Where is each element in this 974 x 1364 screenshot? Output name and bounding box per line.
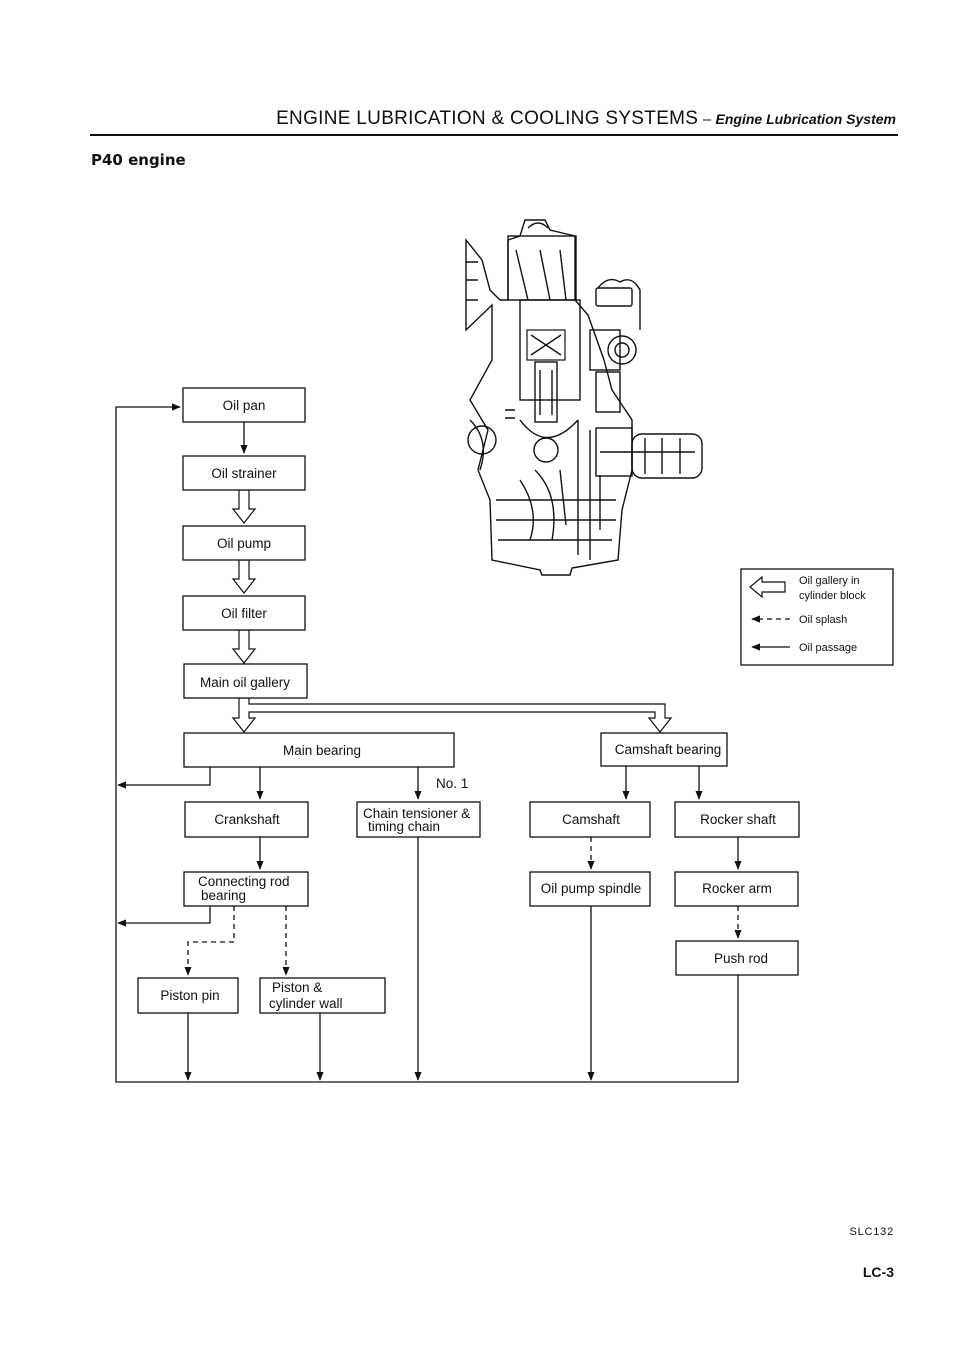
header-title: ENGINE LUBRICATION & COOLING SYSTEMS: [276, 108, 699, 129]
arrow-filter-to-gallery: [231, 629, 257, 664]
node-oil-pan-label: Oil pan: [223, 398, 266, 413]
node-camshaft: Camshaft: [529, 801, 651, 838]
page-header: ENGINE LUBRICATION & COOLING SYSTEMS – E…: [0, 108, 896, 130]
arrow-conrod-return: [117, 906, 211, 927]
node-push-rod: Push rod: [675, 940, 799, 976]
node-oil-pump-label: Oil pump: [217, 536, 271, 551]
node-piston-pin-label: Piston pin: [160, 988, 219, 1003]
arrow-main-bearing-return: [117, 767, 211, 789]
legend-gallery-label-2: cylinder block: [799, 590, 866, 602]
node-piston-cyl-label-2: cylinder wall: [269, 996, 343, 1011]
node-oil-strainer-label: Oil strainer: [211, 466, 277, 481]
node-connecting-rod-label-1: Connecting rod: [198, 874, 290, 889]
node-chain-tensioner-label-1: Chain tensioner &: [363, 806, 470, 821]
node-connecting-rod-bearing: Connecting rod bearing: [183, 871, 309, 907]
arrow-conrod-to-piston-pin: [184, 906, 235, 976]
node-piston-cyl-label-1: Piston &: [272, 980, 322, 995]
connectors: [115, 403, 742, 1083]
node-rocker-arm-label: Rocker arm: [702, 881, 772, 896]
node-main-oil-gallery: Main oil gallery: [183, 663, 308, 699]
node-camshaft-bearing: Camshaft bearing: [600, 732, 728, 767]
legend-splash-label: Oil splash: [799, 614, 847, 626]
section-title: P40 engine: [91, 151, 186, 169]
figure-code: SLC132: [849, 1226, 894, 1238]
arrow-gallery-to-bearings: [231, 697, 673, 733]
return-to-oil-pan: [115, 403, 739, 1083]
node-rocker-shaft-label: Rocker shaft: [700, 812, 776, 827]
node-oil-strainer: Oil strainer: [182, 455, 306, 491]
node-oil-pump: Oil pump: [182, 525, 306, 561]
node-piston-cylinder-wall: Piston & cylinder wall: [259, 977, 386, 1014]
legend: Oil gallery in cylinder block Oil splash…: [740, 568, 894, 666]
node-oil-pump-spindle: Oil pump spindle: [529, 871, 651, 907]
node-crankshaft-label: Crankshaft: [214, 812, 280, 827]
node-rocker-arm: Rocker arm: [674, 871, 799, 907]
page-number: LC-3: [862, 1264, 894, 1280]
node-push-rod-label: Push rod: [714, 951, 768, 966]
node-rocker-shaft: Rocker shaft: [674, 801, 800, 838]
node-chain-tensioner: Chain tensioner & timing chain: [356, 801, 481, 838]
node-oil-pump-spindle-label: Oil pump spindle: [541, 881, 642, 896]
node-main-bearing: Main bearing: [183, 732, 455, 768]
node-connecting-rod-label-2: bearing: [201, 888, 246, 903]
node-main-bearing-label: Main bearing: [283, 743, 361, 758]
arrow-strainer-to-pump: [231, 489, 257, 524]
node-oil-pan: Oil pan: [182, 387, 306, 423]
node-main-oil-gallery-label: Main oil gallery: [200, 675, 290, 690]
node-crankshaft: Crankshaft: [184, 801, 309, 838]
node-oil-filter: Oil filter: [182, 595, 306, 631]
header-rule: [90, 134, 898, 136]
engine-cross-section-illustration: [465, 219, 703, 576]
node-chain-tensioner-label-2: timing chain: [368, 819, 440, 834]
legend-gallery-label: Oil gallery in: [799, 575, 860, 587]
arrow-pump-to-filter: [231, 559, 257, 594]
node-camshaft-label: Camshaft: [562, 812, 620, 827]
node-piston-pin: Piston pin: [137, 977, 239, 1014]
header-subtitle: Engine Lubrication System: [715, 111, 896, 127]
no1-label: No. 1: [436, 776, 468, 791]
legend-passage-label: Oil passage: [799, 642, 857, 654]
node-camshaft-bearing-label: Camshaft bearing: [615, 742, 722, 757]
node-oil-filter-label: Oil filter: [221, 606, 267, 621]
header-separator: –: [702, 111, 712, 128]
